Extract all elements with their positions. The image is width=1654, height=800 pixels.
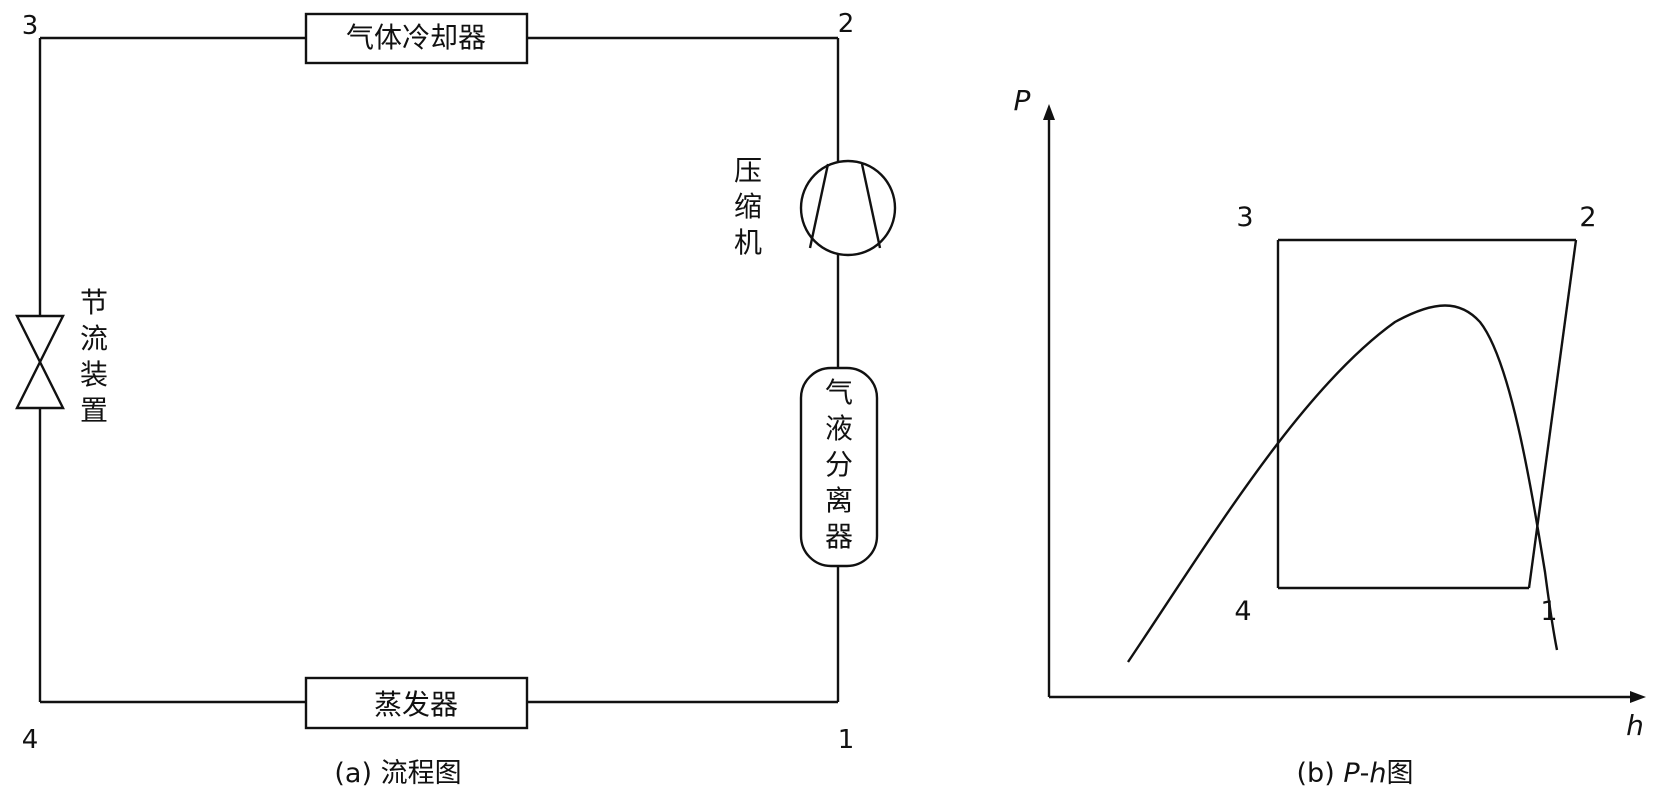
gas-cooler-label: 气体冷却器	[346, 21, 486, 54]
evaporator-label: 蒸发器	[374, 688, 458, 721]
ph-caption-suffix: 图	[1386, 758, 1413, 789]
throttle-label-1: 流	[80, 322, 108, 355]
throttle-label-3: 置	[80, 394, 108, 427]
y-axis-arrow	[1043, 104, 1055, 120]
flow-node-1: 1	[838, 725, 855, 755]
gas-cooler-box	[304, 12, 529, 65]
throttle-valve-symbol	[15, 314, 65, 410]
ph-point-1: 1	[1540, 596, 1557, 627]
separator-label-1: 液	[825, 412, 853, 445]
cycle-2-1	[1527, 239, 1578, 589]
ph-diagram: P h 3 2 4 1 (b) P-h图	[1014, 84, 1646, 789]
compressor-label-1: 缩	[734, 190, 762, 223]
ph-caption-dash: -	[1360, 758, 1370, 789]
flow-node-3: 3	[22, 11, 39, 41]
compressor-symbol	[799, 159, 897, 257]
separator-label-2: 分	[825, 448, 853, 481]
compressor-label-0: 压	[734, 154, 762, 187]
evaporator-box	[304, 676, 529, 730]
flow-caption: (a) 流程图	[334, 758, 461, 789]
ph-caption: (b) P-h图	[1297, 758, 1414, 789]
compressor-label-2: 机	[734, 226, 762, 259]
ph-point-4: 4	[1234, 596, 1251, 627]
throttle-label-2: 装	[80, 358, 108, 391]
separator-label-0: 气	[825, 376, 853, 409]
ph-caption-h: h	[1369, 758, 1386, 789]
flow-diagram: 气体冷却器 蒸发器 压 缩 机 气 液 分 离 器 节 流 装 置 3 2 4 …	[15, 9, 897, 789]
separator-label-4: 器	[825, 520, 853, 553]
ph-caption-p: P	[1343, 758, 1360, 789]
flow-node-4: 4	[22, 725, 39, 755]
y-axis-label: P	[1014, 84, 1031, 117]
ph-point-2: 2	[1579, 202, 1596, 233]
ph-caption-prefix: (b)	[1297, 758, 1344, 789]
flow-node-2: 2	[838, 9, 855, 39]
separator-label-3: 离	[825, 484, 853, 517]
throttle-label-0: 节	[80, 286, 108, 319]
saturation-dome	[1127, 304, 1559, 663]
x-axis-arrow	[1630, 691, 1646, 703]
separator-capsule	[799, 366, 879, 568]
x-axis-label: h	[1626, 709, 1644, 742]
ph-point-3: 3	[1236, 202, 1253, 233]
